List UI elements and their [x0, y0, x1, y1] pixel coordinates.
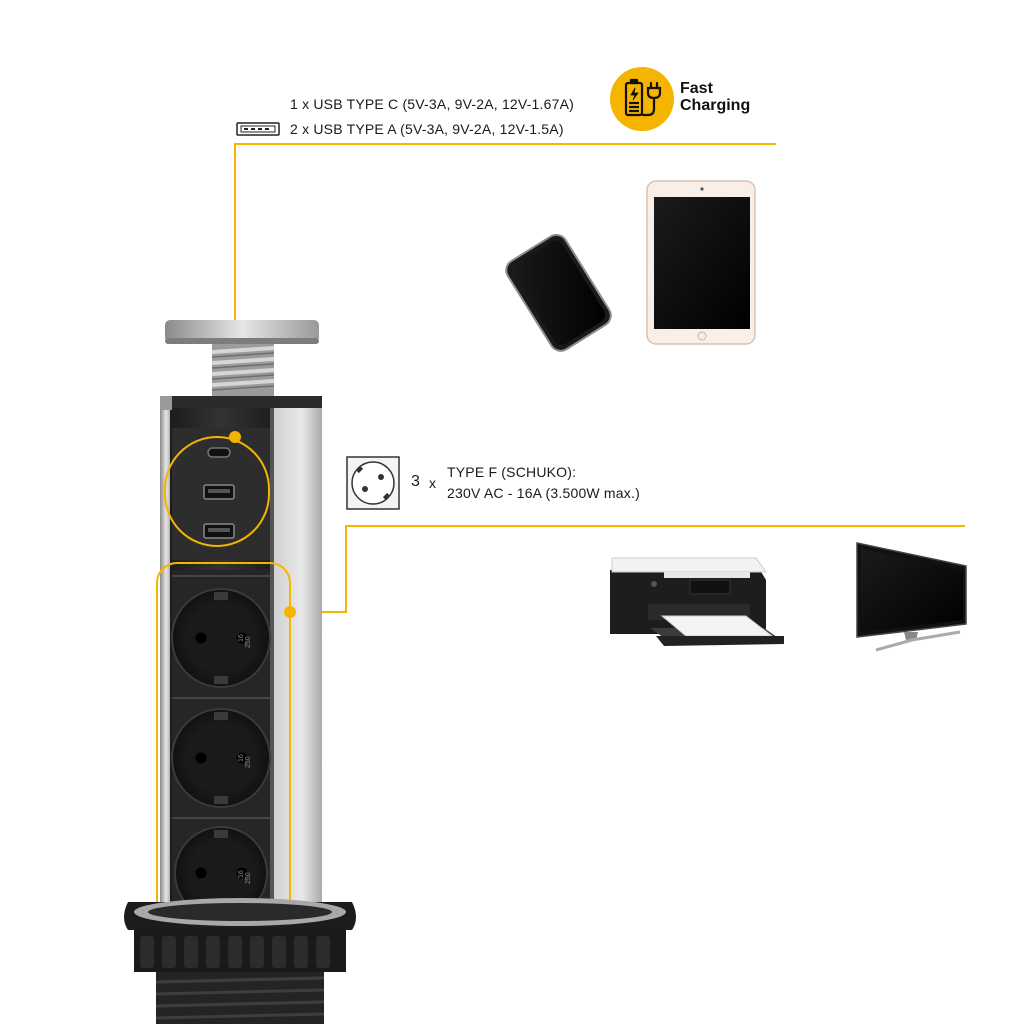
- tablet-image: [646, 180, 756, 345]
- socket-module: 16 250 16 250 16 250: [171, 570, 271, 920]
- fast-charging-line2: Charging: [680, 97, 751, 114]
- usb-a-port-2: [203, 523, 235, 539]
- socket-rating-bottom: 250: [245, 872, 252, 884]
- fast-charging-badge: [610, 67, 674, 131]
- usb-a-port-1: [203, 484, 235, 500]
- schuko-type-text: TYPE F (SCHUKO):: [447, 464, 577, 480]
- printer-image: [610, 557, 784, 646]
- fast-charging-line1: Fast: [680, 80, 713, 97]
- usb-c-spec-text: 1 x USB TYPE C (5V-3A, 9V-2A, 12V-1.67A): [290, 96, 574, 112]
- schuko-rating-text: 230V AC - 16A (3.500W max.): [447, 485, 640, 501]
- tower-base: [124, 898, 356, 1024]
- plug-icon: [641, 81, 662, 117]
- schuko-multiplier: x: [429, 475, 436, 491]
- schuko-socket-1: 16 250: [171, 588, 271, 688]
- socket-rating-top: 16: [238, 870, 245, 878]
- schuko-socket-2: 16 250: [171, 708, 271, 808]
- socket-rating-bottom: 250: [245, 636, 252, 648]
- fast-charging-title: Fast Charging: [680, 80, 750, 114]
- socket-rating-top: 16: [238, 634, 245, 642]
- smartphone-image: [505, 233, 612, 352]
- schuko-count: 3: [411, 473, 420, 490]
- socket-highlight-dot: [284, 606, 296, 618]
- usb-highlight-outline: [164, 436, 270, 547]
- schuko-socket-icon: [346, 456, 400, 510]
- usb-highlight-dot: [229, 431, 241, 443]
- socket-rating-top: 16: [238, 754, 245, 762]
- tower-spring: [211, 344, 275, 396]
- tower-top-cap: [165, 320, 319, 344]
- usb-a-spec-text: 2 x USB TYPE A (5V-3A, 9V-2A, 12V-1.5A): [290, 121, 564, 137]
- usb-c-port: [207, 447, 231, 458]
- usb-a-port-icon: [236, 122, 280, 136]
- tv-image: [856, 542, 967, 652]
- lightning-battery-icon: [624, 78, 644, 117]
- socket-rating-bottom: 250: [245, 756, 252, 768]
